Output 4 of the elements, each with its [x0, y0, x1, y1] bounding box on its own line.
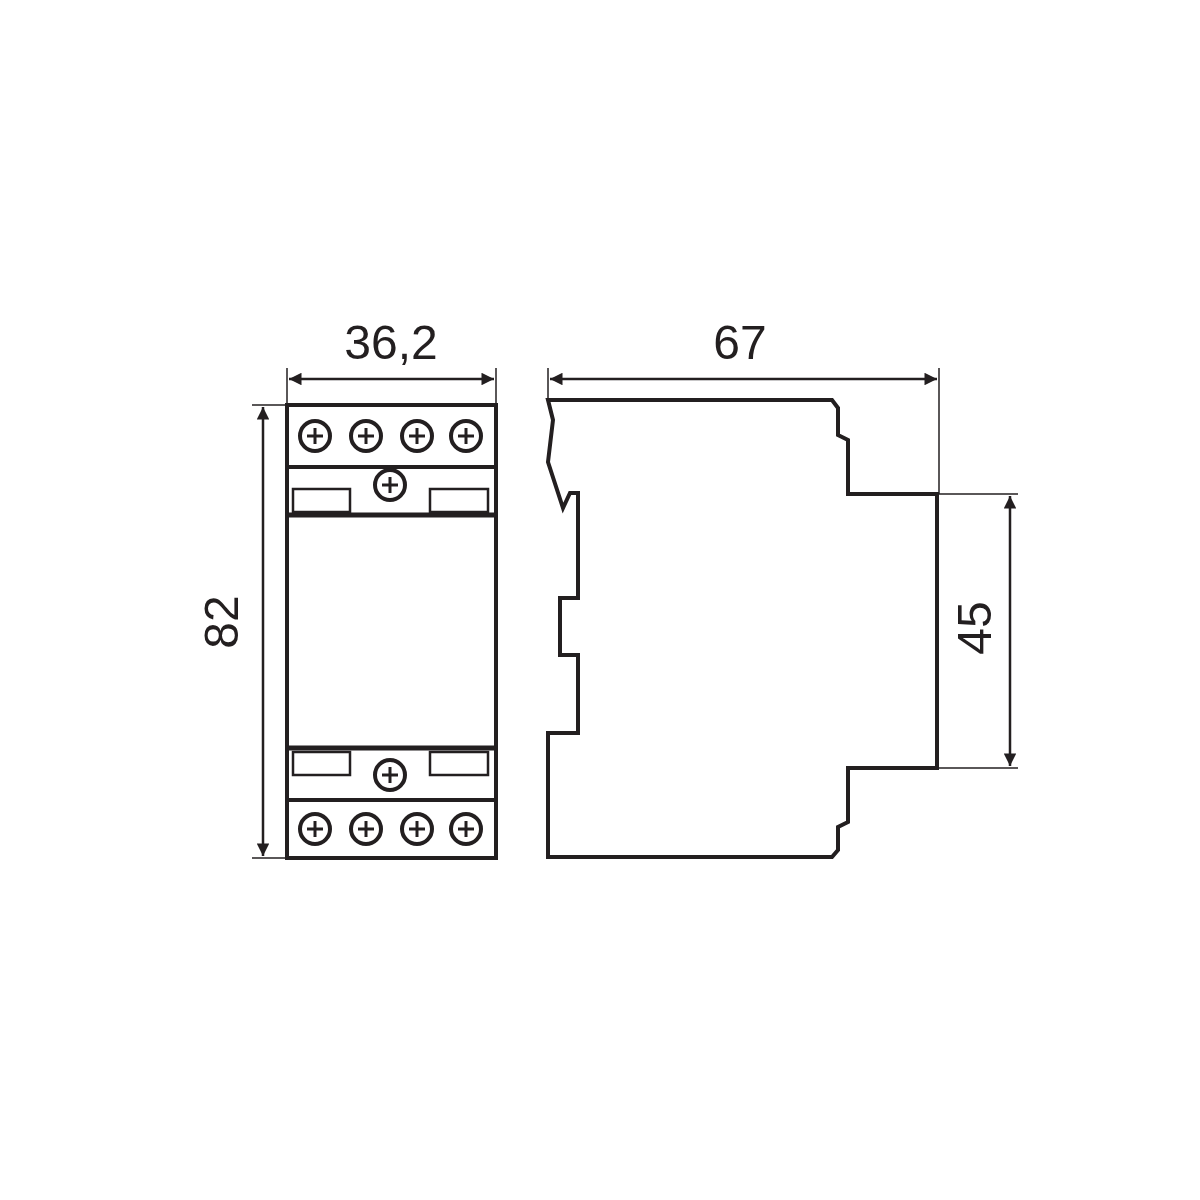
dimension-label: 45: [951, 601, 999, 655]
dimension-label: 82: [198, 595, 246, 649]
dimension-label: 36,2: [344, 319, 438, 367]
dimension-label: 67: [713, 319, 767, 367]
